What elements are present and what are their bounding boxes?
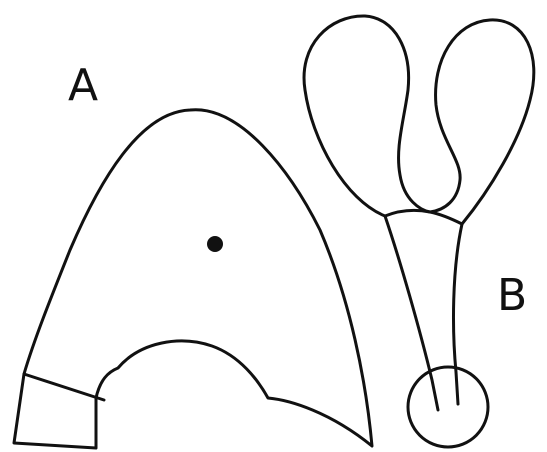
figure-a-base-band	[24, 374, 104, 400]
figure-b-right-junction	[430, 212, 462, 224]
figure-b-stalk-left	[385, 216, 438, 410]
figure-b-base-circle	[408, 367, 488, 447]
label-a: A	[68, 60, 98, 111]
figure-a-dot	[207, 236, 223, 252]
figure-b-left-junction	[385, 210, 430, 216]
figure-a	[14, 110, 372, 448]
figure-b-stalk-right	[454, 224, 462, 404]
figure-b-left-lobe	[304, 16, 430, 216]
figure-b-right-lobe	[430, 20, 534, 224]
figure-b	[304, 16, 534, 447]
label-b: B	[497, 270, 527, 321]
figure-a-outline	[14, 110, 372, 448]
